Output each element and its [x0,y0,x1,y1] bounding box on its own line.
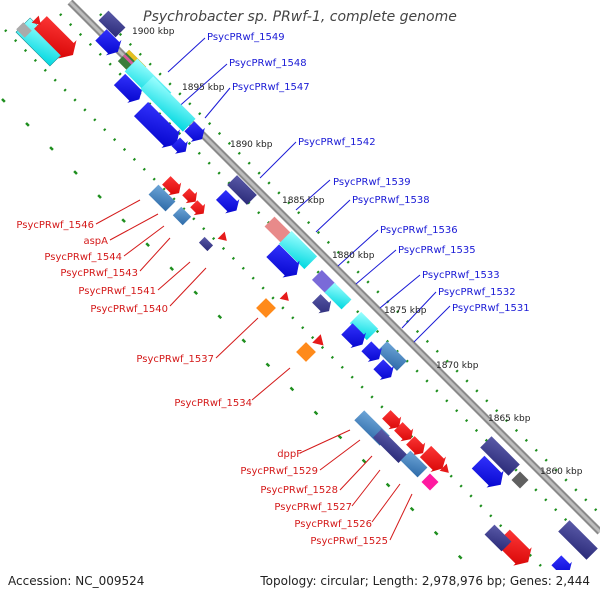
gene-label[interactable]: PsycPRwf_1529 [240,466,318,477]
gene-label[interactable]: PsycPRwf_1531 [452,303,530,314]
genome-title: Psychrobacter sp. PRwf-1, complete genom… [143,9,457,25]
gene-label[interactable]: PsycPRwf_1546 [16,220,94,231]
gene-label[interactable]: PsycPRwf_1535 [398,245,476,256]
leader-lines-lower [95,199,413,541]
gene-label[interactable]: PsycPRwf_1538 [352,195,430,206]
gene-label[interactable]: aspA [83,236,108,247]
gene-label[interactable]: PsycPRwf_1526 [294,519,372,530]
gene-label[interactable]: PsycPRwf_1543 [60,268,138,279]
kbp-label: 1885 kbp [282,196,325,206]
gene-label[interactable]: PsycPRwf_1528 [260,485,338,496]
gene-label[interactable]: PsycPRwf_1536 [380,225,458,236]
gene-label[interactable]: PsycPRwf_1541 [78,286,156,297]
gene-label[interactable]: PsycPRwf_1549 [207,32,285,43]
accession-text: Accession: NC_009524 [8,574,145,588]
gene-label[interactable]: PsycPRwf_1527 [274,502,352,513]
kbp-label: 1875 kbp [384,306,427,316]
gene-label[interactable]: PsycPRwf_1534 [174,398,252,409]
gene-label[interactable]: PsycPRwf_1547 [232,82,310,93]
kbp-label: 1890 kbp [230,140,273,150]
kbp-label: 1870 kbp [436,361,479,371]
gene-label[interactable]: PsycPRwf_1537 [136,354,214,365]
gene-label[interactable]: PsycPRwf_1542 [298,137,376,148]
genome-info-text: Topology: circular; Length: 2,978,976 bp… [260,574,590,588]
gene-label[interactable]: PsycPRwf_1548 [229,58,307,69]
gene-label[interactable]: PsycPRwf_1533 [422,270,500,281]
gene-label[interactable]: PsycPRwf_1539 [333,177,411,188]
gene-blocks [15,10,598,570]
kbp-label: 1880 kbp [332,251,375,261]
gene-label[interactable]: PsycPRwf_1532 [438,287,516,298]
kbp-label: 1865 kbp [488,414,531,424]
gene-label[interactable]: PsycPRwf_1525 [310,536,388,547]
genome-map: 1900 kbp 1895 kbp 1890 kbp 1885 kbp 1880… [1,0,600,570]
kbp-label: 1900 kbp [132,27,175,37]
gene-label[interactable]: PsycPRwf_1544 [44,252,122,263]
kbp-label: 1895 kbp [182,83,225,93]
gene-label[interactable]: dppF [277,449,302,460]
gene-red [34,16,77,59]
leader-lines-upper [167,37,451,343]
gene-labels-upper: PsycPRwf_1549 PsycPRwf_1548 PsycPRwf_154… [207,32,530,314]
kbp-label: 1860 kbp [540,467,583,477]
gene-label[interactable]: PsycPRwf_1540 [90,304,168,315]
kbp-labels: 1900 kbp 1895 kbp 1890 kbp 1885 kbp 1880… [132,27,583,477]
gene-labels-lower: PsycPRwf_1546 aspA PsycPRwf_1544 PsycPRw… [16,220,388,547]
